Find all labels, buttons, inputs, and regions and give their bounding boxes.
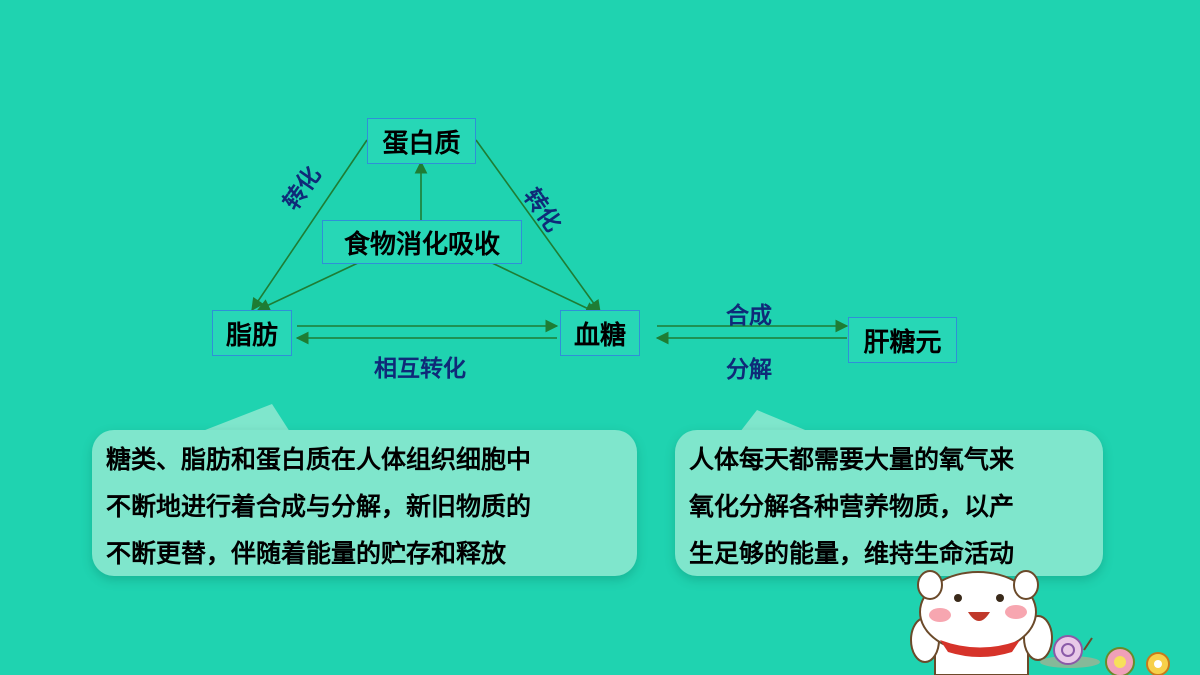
label-decomposition: 分解 [726,357,772,383]
callout-left: 糖类、脂肪和蛋白质在人体组织细胞中 不断地进行着合成与分解，新旧物质的 不断更替… [92,430,637,576]
label-synthesis: 合成 [726,303,772,329]
callout-left-line-1: 糖类、脂肪和蛋白质在人体组织细胞中 [106,445,532,474]
callout-left-pointer [200,404,290,432]
flower-icon [1105,647,1170,675]
callout-right-line-1: 人体每天都需要大量的氧气来 [689,445,1015,474]
callout-right-line-3: 生足够的能量，维持生命活动 [689,539,1015,568]
node-digestion: 食物消化吸收 [322,220,522,264]
arrow-protein-to-blood-sugar [475,139,601,314]
node-blood-sugar: 血糖 [560,310,640,356]
label-mutual-transform: 相互转化 [374,356,466,382]
node-glycogen: 肝糖元 [848,317,957,363]
callout-left-line-3: 不断更替，伴随着能量的贮存和释放 [106,539,507,568]
snail-icon [1040,635,1100,668]
arrow-digestion-to-blood-sugar [489,261,599,314]
callout-right: 人体每天都需要大量的氧气来 氧化分解各种营养物质，以产 生足够的能量，维持生命活… [675,430,1103,576]
node-protein: 蛋白质 [367,118,476,164]
node-fat: 脂肪 [212,310,292,356]
arrow-digestion-to-fat [256,261,361,311]
callout-right-line-2: 氧化分解各种营养物质，以产 [689,492,1015,521]
callout-left-line-2: 不断地进行着合成与分解，新旧物质的 [106,492,532,521]
arrow-protein-to-fat [251,139,368,312]
bear-mascot-icon [910,570,1053,675]
callout-right-pointer [740,410,810,432]
